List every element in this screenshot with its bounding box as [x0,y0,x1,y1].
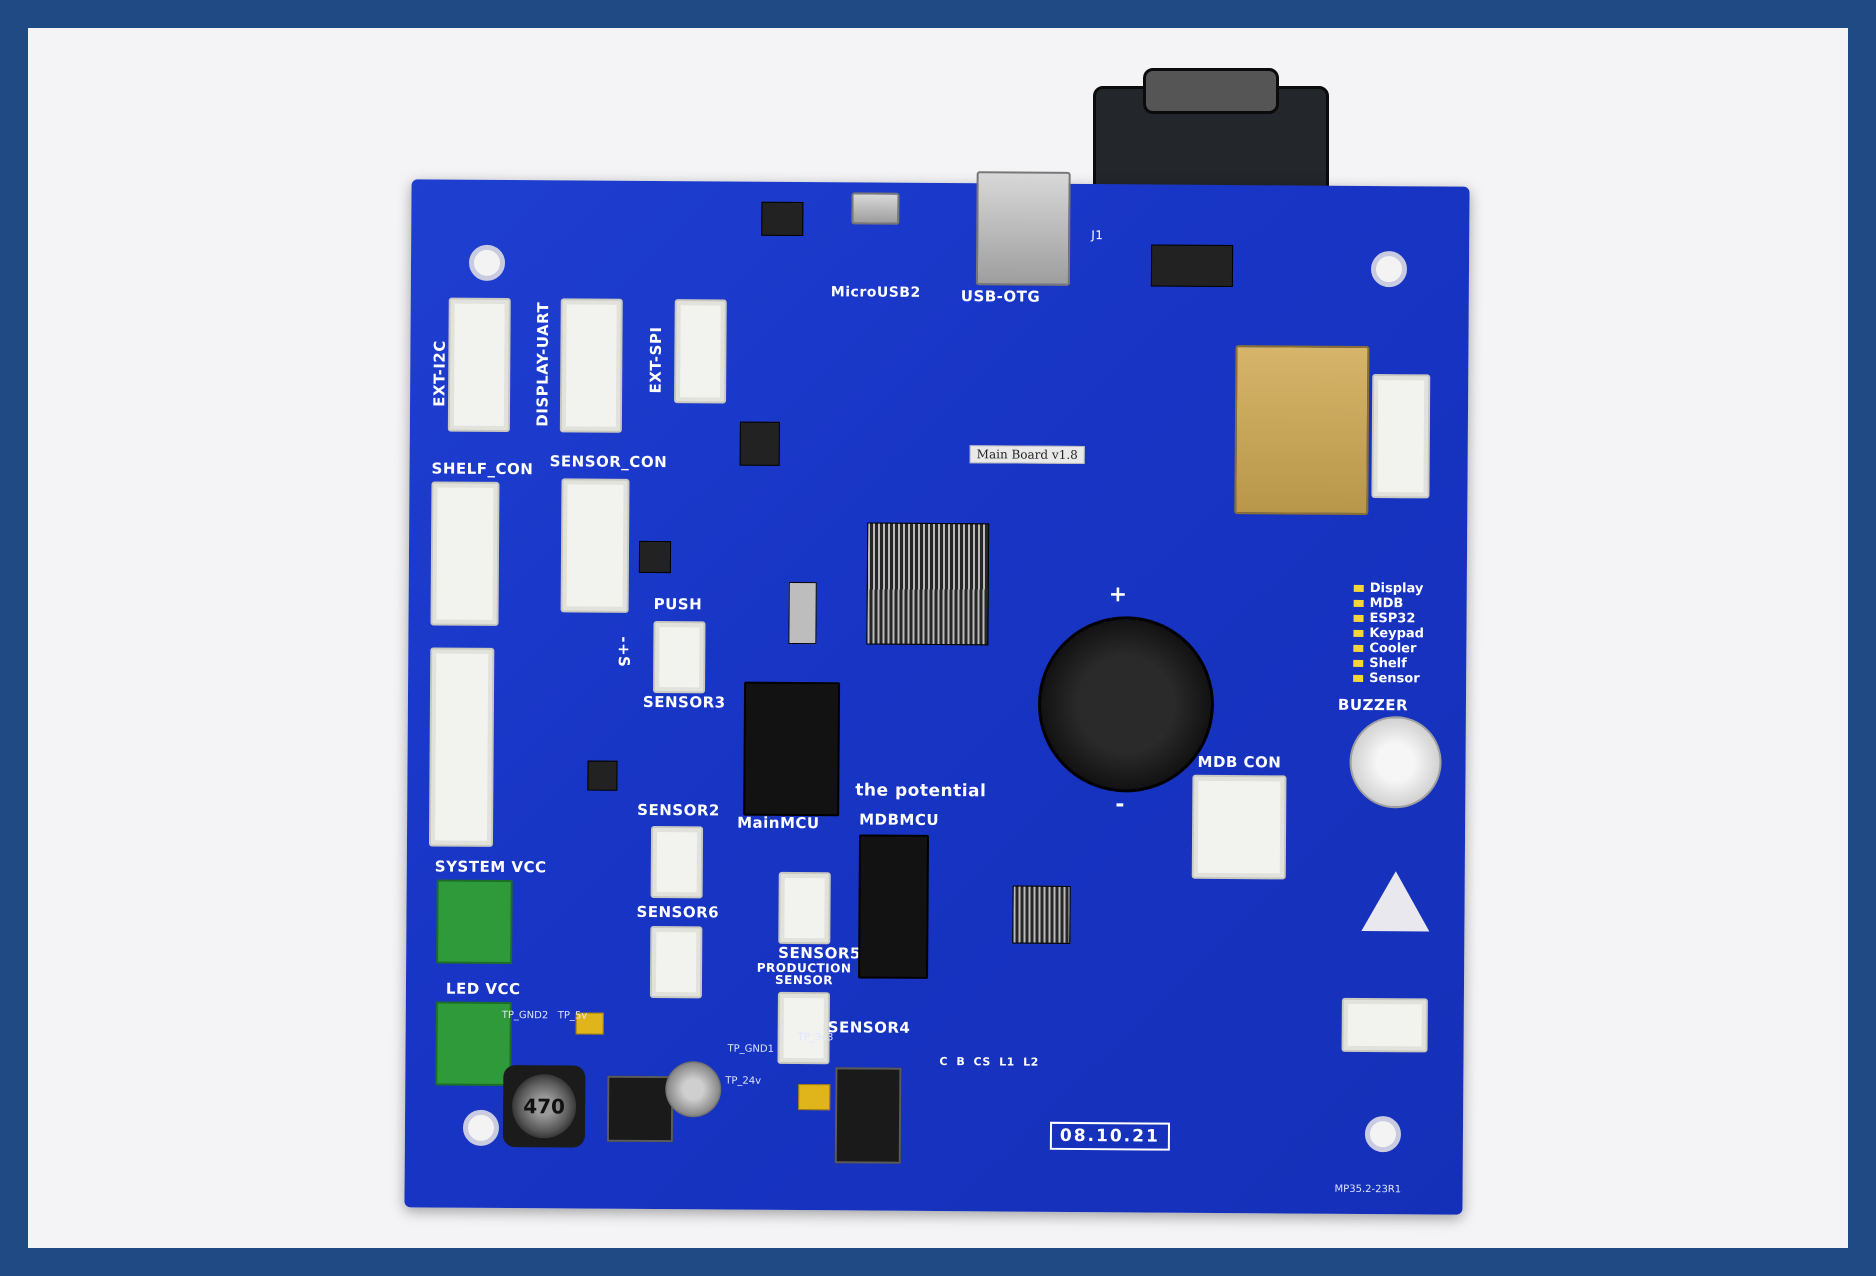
status-led-cooler: Cooler [1353,641,1424,656]
sensor4-label: SENSOR4 [827,1018,911,1037]
photo-frame: USB-OTG MicroUSB2 J1 EXT-I2C DISPLAY-UAR… [28,28,1848,1248]
ic-chip [739,421,780,466]
battery-plus: + [1108,582,1128,608]
status-led-shelf: Shelf [1353,656,1424,671]
sensor2-connector [650,826,704,899]
tp-5v-label: TP_5v [557,1010,588,1022]
mdb-con-label: MDB CON [1197,752,1282,772]
push-sensor-label: PUSH [653,595,703,614]
main-mcu-label: MainMCU [737,813,820,833]
esd-warning-icon [1361,870,1430,932]
tp-3v3-label: TP_3v3 [797,1032,834,1044]
date-code: 08.10.21 [1049,1121,1170,1151]
ic-chip [587,760,618,791]
mounting-hole [1370,251,1408,288]
mounting-hole [1364,1115,1402,1153]
battery-minus: - [1115,792,1125,818]
tp-gnd2-label: TP_GND2 [501,1009,549,1022]
shelf-con-label: SHELF_CON [431,459,534,479]
tantalum-capacitor-2 [798,1084,831,1111]
status-led-keypad: Keypad [1353,626,1424,641]
long-connector [428,647,495,847]
led-vcc-label: LED VCC [445,979,521,999]
mdb-connector [1191,774,1287,880]
usb-otg-label: USB-OTG [960,287,1041,306]
db9-shell [1143,68,1279,114]
main-mcu-header [743,681,841,817]
ext-spi-connector [674,299,727,404]
tp-gnd1-label: TP_GND1 [727,1043,775,1055]
status-led-mdb: MDB [1353,596,1425,611]
sensor-con-label: SENSOR_CON [549,452,668,472]
micro-usb-label: MicroUSB2 [830,284,921,301]
inductor: 470 [502,1064,586,1148]
display-uart-label: DISPLAY-UART [533,301,553,427]
sensor5-connector [778,871,831,945]
shelf-connector [430,481,500,626]
usb-otg-port [975,171,1071,286]
sensor-con-connector [560,478,630,613]
sensor3-label: SENSOR3 [642,692,726,712]
mdb-mcu-label: MDBMCU [859,810,940,830]
status-led-esp32: ESP32 [1353,611,1425,626]
production-sensor-connector [777,991,830,1065]
sensor2-label: SENSOR2 [637,800,720,820]
ic-chip [1150,244,1234,288]
circuit-board: USB-OTG MicroUSB2 J1 EXT-I2C DISPLAY-UAR… [404,171,1470,1215]
mounting-hole [462,1109,500,1146]
sensor6-label: SENSOR6 [636,902,720,922]
s-pin-label: -+S [614,636,633,668]
mounting-hole [468,244,506,281]
electrolytic-capacitor [665,1061,722,1118]
push-sensor-connector [653,621,706,694]
tp-24v-label: TP_24v [725,1075,762,1087]
right-top-connector [1371,374,1431,499]
ic-chip [638,540,672,574]
buzzer-label: BUZZER [1337,695,1409,715]
regulator-2 [834,1067,902,1164]
main-board-tag: Main Board v1.8 [969,445,1085,465]
j1-label: J1 [1091,228,1104,243]
mdb-chip [1012,885,1071,944]
status-led-display: Display [1353,581,1425,596]
buzzer [1349,715,1442,809]
mdb-mcu-header [858,834,930,979]
production-sensor-label: PRODUCTION SENSOR [756,960,852,988]
ext-i2c-connector [447,297,511,433]
ext-spi-label: EXT-SPI [646,326,666,394]
crystal [788,581,817,645]
ic-chip [761,201,804,237]
sensor6-connector [649,926,703,999]
sensor5-label: SENSOR5 [778,943,861,963]
coin-battery-holder [1037,615,1215,793]
status-led-list: Display MDB ESP32 Keypad Cooler Shelf Se… [1353,581,1424,686]
ext-i2c-label: EXT-I2C [430,340,449,407]
right-connector [1341,997,1428,1053]
main-mcu-chip [866,522,990,646]
the-potential-label: the potential [855,780,987,802]
display-uart-connector [559,298,623,433]
status-header-label: C B CS L1 L2 [939,1055,1039,1069]
voltage-regulator [606,1075,674,1143]
micro-usb-port [851,192,900,225]
system-vcc-label: SYSTEM VCC [434,857,547,877]
board-id: MP35.2-23R1 [1334,1183,1402,1196]
esp32-module [1234,345,1370,516]
system-vcc-terminal [436,879,513,965]
led-vcc-terminal [435,1001,512,1087]
status-led-sensor: Sensor [1353,671,1424,686]
